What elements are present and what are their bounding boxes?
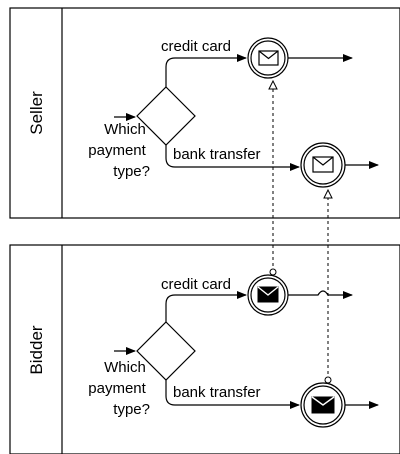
seller-bank-transfer-flow bbox=[165, 145, 300, 171]
bidder-bank-transfer-label: bank transfer bbox=[173, 384, 261, 401]
seller-credit-card-event bbox=[247, 37, 289, 79]
pool-seller: Seller Which payment type? credit card b… bbox=[9, 7, 400, 219]
envelope-filled-icon bbox=[311, 396, 335, 414]
bidder-credit-card-flow bbox=[165, 291, 247, 322]
envelope-outline-icon bbox=[258, 50, 279, 66]
seller-gateway-question: Which payment type? bbox=[88, 121, 150, 180]
bidder-bank-transfer-event bbox=[300, 382, 346, 428]
seller-credit-card-label: credit card bbox=[161, 38, 231, 55]
bidder-bank-transfer-flow bbox=[165, 380, 300, 409]
pool-bidder: Bidder Which payment type? credit card b… bbox=[9, 244, 400, 454]
bidder-credit-card-event bbox=[247, 274, 289, 316]
seller-credit-card-flow bbox=[165, 54, 247, 87]
envelope-outline-icon bbox=[312, 156, 334, 173]
bidder-gateway-question: Which payment type? bbox=[88, 359, 150, 418]
pool-bidder-label: Bidder bbox=[27, 325, 46, 374]
envelope-filled-icon bbox=[257, 286, 279, 303]
pool-seller-label: Seller bbox=[27, 91, 46, 135]
seller-bank-transfer-event bbox=[300, 142, 346, 188]
seller-bank-transfer-label: bank transfer bbox=[173, 146, 261, 163]
bidder-credit-card-label: credit card bbox=[161, 276, 231, 293]
